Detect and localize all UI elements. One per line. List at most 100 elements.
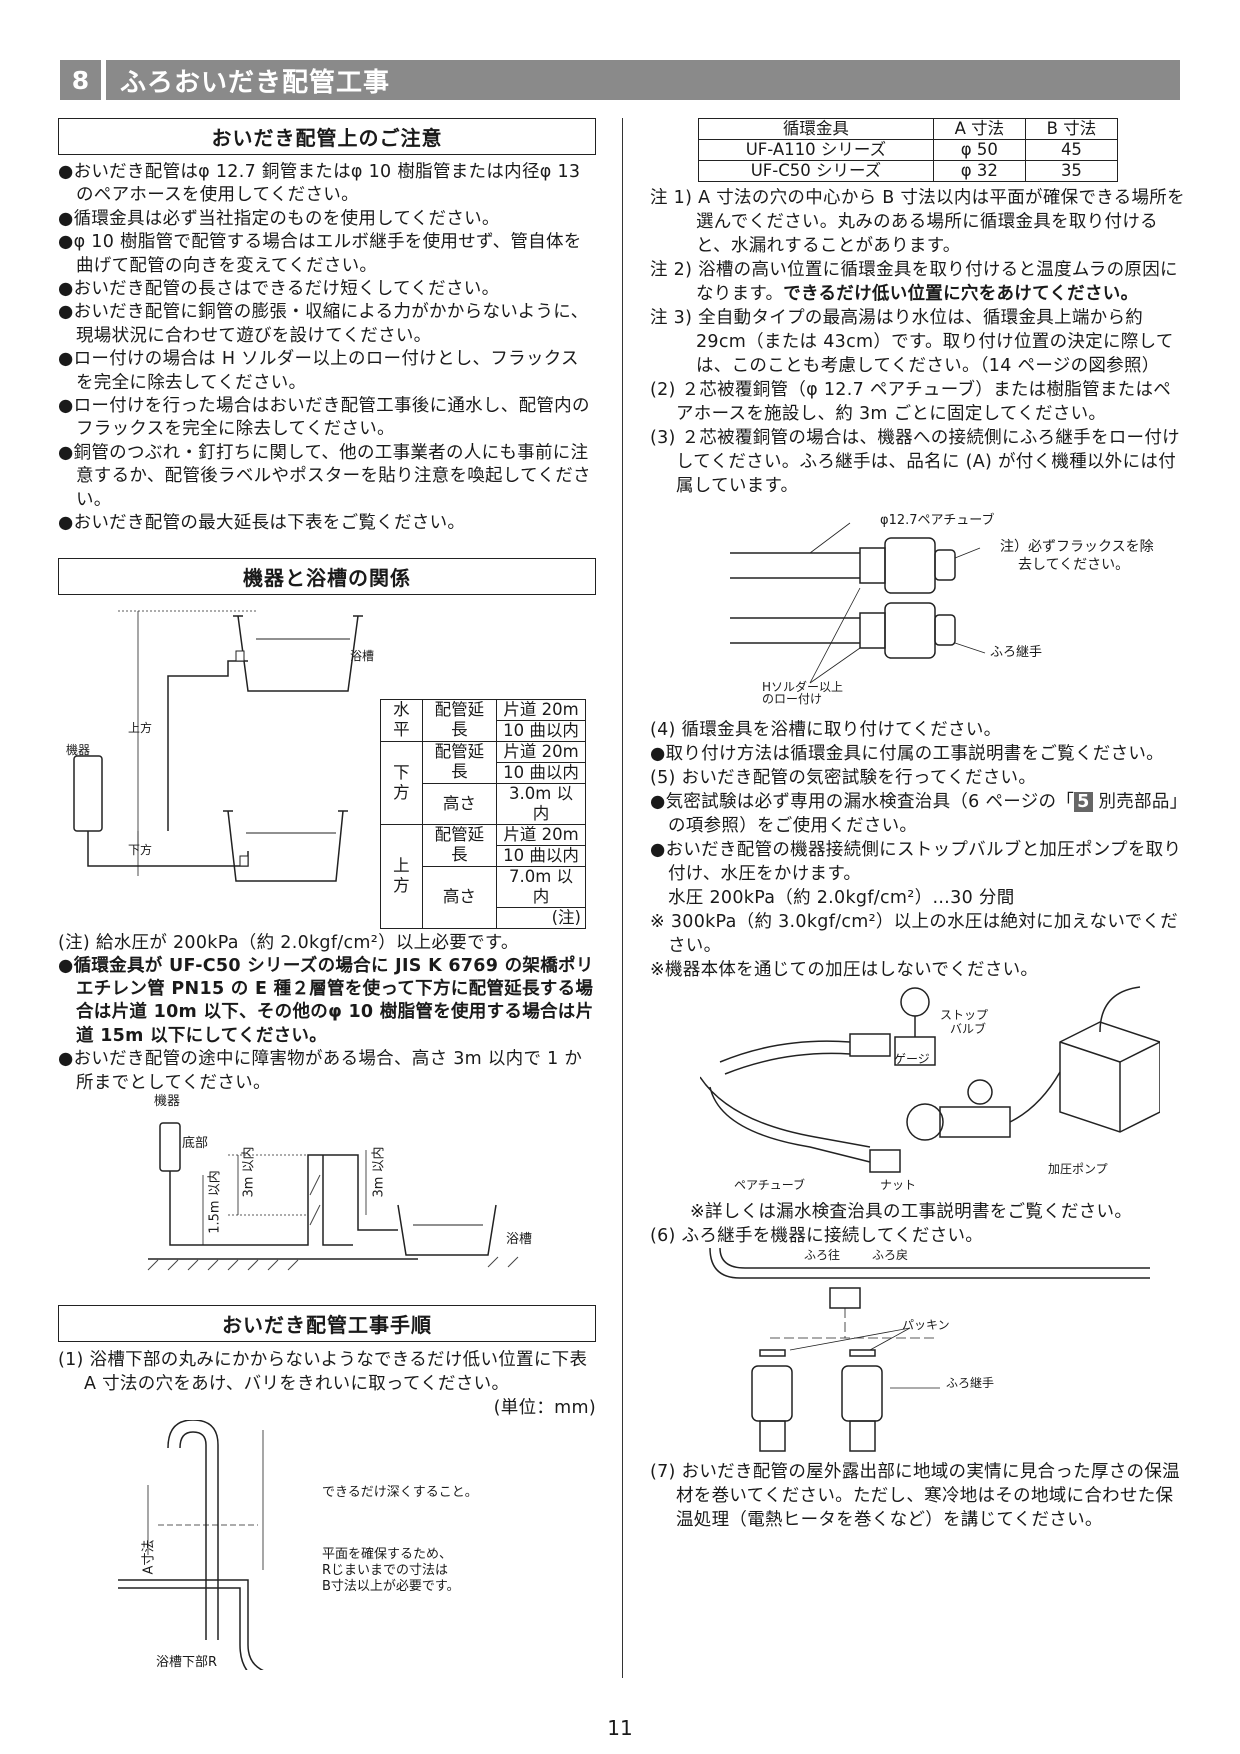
nut-label: ナット: [880, 1178, 917, 1192]
section-number: 8: [60, 60, 106, 100]
table-header: B 寸法: [1024, 118, 1119, 140]
list-item: ●おいだき配管の最大延長は下表をご覧ください。: [58, 513, 466, 534]
tub-label-2: 浴槽: [506, 1231, 533, 1247]
cell: 片道 20m: [496, 698, 586, 721]
cell: 配管延長: [421, 823, 498, 867]
packing-label: パッキン: [902, 1318, 950, 1332]
cell: 10 曲以内: [496, 761, 586, 784]
gauge-label: ゲージ: [894, 1052, 930, 1066]
table-header: A 寸法: [932, 118, 1026, 140]
hole-figure: できるだけ深くすること。 平面を確保するため、 Rじまいまでの寸法は B寸法以上…: [58, 1419, 596, 1670]
step-3: (3) ２芯被覆銅管の場合は、機器への接続側にふろ継手をロー付けしてください。ふ…: [650, 428, 1180, 496]
obstacle-figure: 機器 底部 1.5m 以内 3m 以内 3m 以内 浴槽: [58, 1093, 596, 1295]
detail-note: ※詳しくは漏水検査治具の工事説明書をご覧ください。: [690, 1202, 1133, 1222]
cell: 上方: [380, 823, 423, 929]
obstacle-diagram: [147, 1122, 519, 1271]
cell: 45: [1024, 139, 1119, 161]
cell: 35: [1024, 160, 1119, 182]
cell: 片道 20m: [496, 823, 586, 846]
fitting-table: 循環金具 A 寸法 B 寸法 UF-A110 シリーズ φ 50 45 UF-C…: [698, 118, 1119, 182]
note-3: 注 3) 全自動タイプの最高湯はり水位は、循環金具上端から約 29cm（または …: [650, 308, 1174, 376]
section-title: ふろおいだき配管工事: [120, 67, 391, 98]
bath-return-label: ふろ戻: [872, 1248, 909, 1262]
length-table: 水平 配管延長 片道 20m 10 曲以内 下方 配管延長 片道 20m 10 …: [380, 698, 586, 929]
stop-valve-label-2: バルブ: [950, 1022, 987, 1036]
heading-relation: 機器と浴槽の関係: [58, 557, 596, 595]
table-row: UF-C50 シリーズ φ 32 35: [698, 160, 1119, 182]
bottom-label: 底部: [182, 1135, 209, 1151]
step-6: (6) ふろ継手を機器に接続してください。: [650, 1226, 984, 1246]
pipe-label: φ12.7ペアチューブ: [880, 513, 995, 528]
table-row: UF-A110 シリーズ φ 50 45: [698, 139, 1119, 161]
up-label: 上方: [128, 720, 153, 735]
pump-label: 加圧ポンプ: [1048, 1162, 1108, 1176]
step-2: (2) ２芯被覆銅管（φ 12.7 ペアチューブ）または樹脂管またはペアホースを…: [650, 380, 1172, 424]
cell: (注): [496, 906, 586, 929]
list-item: ●おいだき配管の長さはできるだけ短くしてください。: [58, 279, 500, 300]
note-2-text: 注 2) 浴槽の高い位置に循環金具を取り付けると温度ムラの原因になります。: [650, 260, 1178, 304]
list-item: ●ロー付けを行った場合はおいだき配管工事後に通水し、配管内のフラックスを完全に除…: [58, 396, 590, 440]
pair-tube-label: ペアチューブ: [734, 1178, 806, 1192]
page-number: 11: [607, 1716, 633, 1740]
joint-label-2: ふろ継手: [946, 1376, 995, 1390]
height-3m-b: 3m 以内: [371, 1146, 387, 1198]
cell: 10 曲以内: [496, 719, 586, 742]
list-item: ●ロー付けの場合は H ソルダー以上のロー付けとし、フラックスを完全に除去してく…: [58, 349, 579, 393]
warning-1: ※ 300kPa（約 3.0kgf/cm²）以上の水圧は絶対に加えないでください…: [650, 912, 1179, 956]
tub-label: 浴槽: [350, 648, 375, 663]
cell: φ 32: [932, 160, 1026, 182]
step-7: (7) おいだき配管の屋外露出部に地域の実情に見合った厚さの保温材を巻いてくださ…: [650, 1462, 1180, 1530]
list-item: ●おいだき配管に銅管の膨張・収縮による力がかからないように、現場状況に合わせて遊…: [58, 302, 589, 346]
unit-label: 機器: [66, 742, 91, 757]
cell: 下方: [380, 740, 423, 825]
step-4: (4) 循環金具を浴槽に取り付けてください。: [650, 720, 1002, 740]
a-dim-label: A寸法: [141, 1539, 157, 1575]
bath-out-label: ふろ往: [804, 1248, 841, 1262]
heading-procedure: おいだき配管工事手順: [58, 1304, 596, 1342]
cell: UF-A110 シリーズ: [698, 139, 934, 161]
column-divider: [622, 118, 623, 1678]
down-label: 下方: [128, 842, 153, 857]
list-item: ●φ 10 樹脂管で配管する場合はエルボ継手を使用せず、管自体を曲げて配管の向き…: [58, 232, 582, 276]
cell: 配管延長: [421, 740, 498, 784]
pressure-note: (注) 給水圧が 200kPa（約 2.0kgf/cm²）以上必要です。: [58, 932, 519, 953]
solder-label-2: のロー付け: [762, 692, 823, 706]
right-column: 循環金具 A 寸法 B 寸法 UF-A110 シリーズ φ 50 45 UF-C…: [650, 118, 1188, 1532]
joint-label: ふろ継手: [990, 645, 1043, 660]
flux-note-2: 去してください。: [1018, 557, 1130, 573]
heading-caution: おいだき配管上のご注意: [58, 118, 596, 155]
cell: 3.0m 以内: [496, 782, 586, 825]
cell: 配管延長: [421, 698, 498, 742]
pressure-test-figure: ストップ バルブ ゲージ ペアチューブ ナット 加圧ポンプ: [650, 982, 1188, 1200]
height-3m-a: 3m 以内: [241, 1146, 257, 1198]
step-5: (5) おいだき配管の気密試験を行ってください。: [650, 768, 1037, 788]
bullet-4: ●取り付け方法は循環金具に付属の工事説明書をご覧ください。: [650, 744, 1164, 764]
list-item: ●おいだき配管はφ 12.7 銅管またはφ 10 樹脂管または内径φ 13 のペ…: [58, 162, 581, 206]
bullet-5a-text: ●気密試験は必ず専用の漏水検査治具（6 ページの「: [650, 792, 1075, 812]
tub-bottom-label: 浴槽下部R: [156, 1654, 218, 1670]
pressure-test-diagram: [700, 986, 1160, 1173]
bullet-5a: ●気密試験は必ず専用の漏水検査治具（6 ページの「5 別売部品」の項参照）をご使…: [650, 790, 1188, 838]
hole-diagram: [118, 1419, 264, 1670]
stop-valve-label-1: ストップ: [940, 1008, 989, 1022]
flat-note-2: Rじまいまでの寸法は: [322, 1562, 449, 1578]
list-item: ●銅管のつぶれ・釘打ちに関して、他の工事業者の人にも事前に注意するか、配管後ラベ…: [58, 442, 591, 510]
bullet-5a-text-2: 別売部品」の項参照）をご使用ください。: [668, 792, 1188, 836]
obstacle-bullet: ●おいだき配管の途中に障害物がある場合、高さ 3m 以内で 1 か所までとしてく…: [58, 1049, 583, 1093]
deep-note: できるだけ深くすること。: [322, 1484, 478, 1500]
step-1: (1) 浴槽下部の丸みにかからないようなできるだけ低い位置に下表 A 寸法の穴を…: [58, 1349, 588, 1394]
height-1-5m: 1.5m 以内: [207, 1170, 223, 1234]
joint-figure: φ12.7ペアチューブ 注）必ずフラックスを除 去してください。 ふろ継手 Hソ…: [650, 498, 1188, 698]
unit-mm: (単位：mm): [493, 1397, 596, 1418]
flat-note-1: 平面を確保するため、: [322, 1546, 453, 1562]
solder-label-1: Hソルダー以上: [762, 680, 844, 694]
section-ref-badge: 5: [1074, 792, 1093, 812]
relation-diagram: [73, 610, 363, 882]
section-header: 8 ふろおいだき配管工事: [60, 60, 1180, 100]
unit-label-2: 機器: [154, 1093, 181, 1109]
cell: 高さ: [421, 865, 498, 929]
relation-figure: 浴槽 上方 機器 下方 水平 配管延長 片道 20m 10 曲以内 下方 配管延…: [58, 601, 596, 931]
caution-list: ●おいだき配管はφ 12.7 銅管またはφ 10 樹脂管または内径φ 13 のペ…: [58, 161, 596, 536]
cell: UF-C50 シリーズ: [698, 160, 934, 182]
left-column: おいだき配管上のご注意 ●おいだき配管はφ 12.7 銅管またはφ 10 樹脂管…: [58, 118, 596, 1670]
